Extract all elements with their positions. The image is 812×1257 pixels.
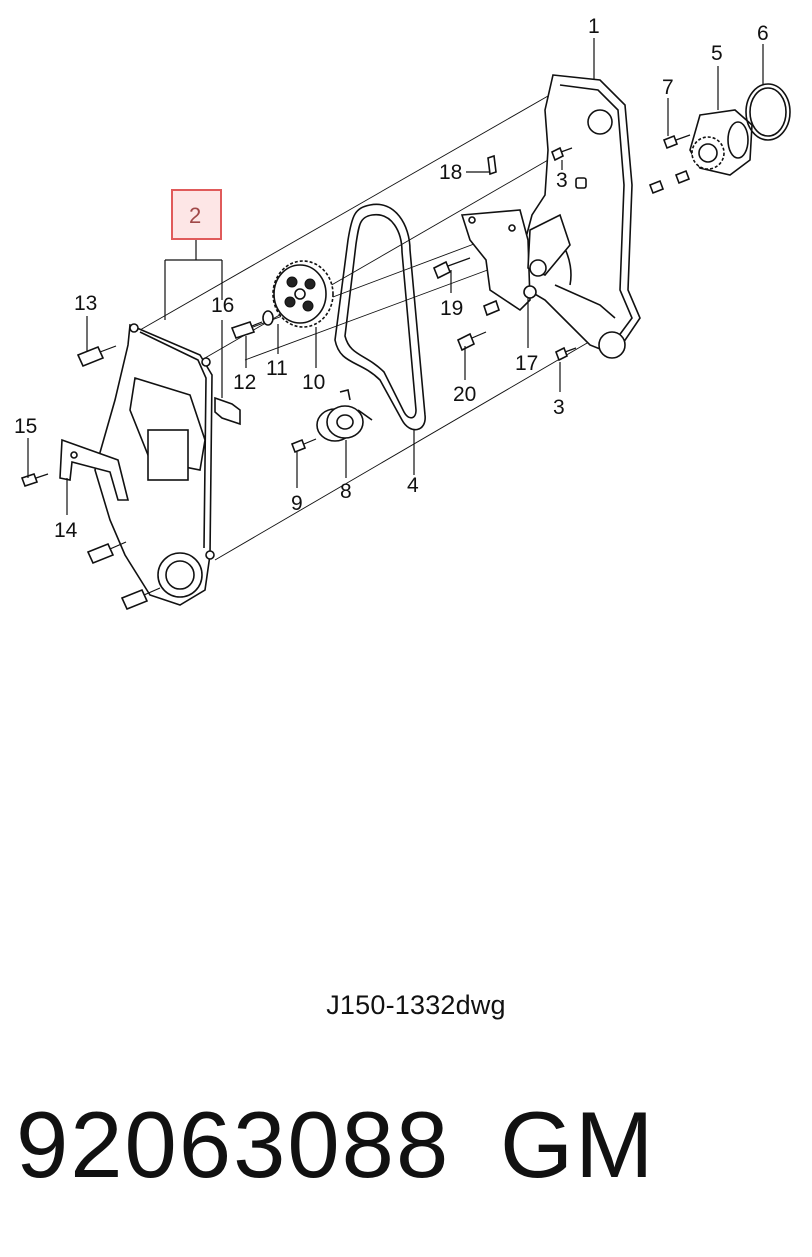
callout-9: 9 (291, 492, 303, 515)
callout-5: 5 (711, 42, 723, 65)
brand-name: GM (500, 1092, 656, 1197)
callout-16: 16 (211, 294, 234, 317)
callout-2-highlight-box[interactable] (171, 189, 222, 240)
callout-3-upper: 3 (556, 169, 568, 192)
tensioner-pulley (316, 389, 373, 442)
rear-timing-cover (519, 74, 641, 359)
callout-13: 13 (74, 292, 97, 315)
front-timing-cover (94, 323, 215, 606)
cover-gasket (59, 438, 130, 501)
callout-1: 1 (588, 15, 600, 38)
callout-2[interactable]: 2 (189, 203, 201, 228)
water-pump-assembly (648, 83, 791, 195)
callout-3-lower: 3 (553, 396, 565, 419)
callout-labels: 1 2 3 3 4 5 6 7 8 9 10 11 12 13 14 15 16… (14, 15, 769, 542)
callout-15: 15 (14, 415, 37, 438)
callout-6: 6 (757, 22, 769, 45)
tensioner-bolt (290, 438, 317, 454)
callout-12: 12 (233, 371, 256, 394)
sprocket-washer-bolt (230, 310, 274, 339)
callout-20: 20 (453, 383, 476, 406)
exploded-parts-diagram: 1 2 3 3 4 5 6 7 8 9 10 11 12 13 14 15 16… (14, 15, 791, 611)
callout-8: 8 (340, 480, 352, 503)
timing-belt (334, 203, 426, 431)
callout-11: 11 (266, 357, 288, 380)
callout-14: 14 (54, 519, 78, 542)
part-number: 92063088 (16, 1092, 451, 1197)
callout-19: 19 (440, 297, 463, 320)
mounting-bracket (432, 154, 571, 352)
callout-7: 7 (662, 76, 674, 99)
callout-17: 17 (515, 352, 538, 375)
callout-4: 4 (407, 474, 419, 497)
callout-10: 10 (302, 371, 325, 394)
drawing-code: J150-1332dwg (326, 990, 506, 1020)
camshaft-sprocket (272, 260, 334, 328)
seal-strip (214, 396, 241, 426)
front-cover-bolts (20, 345, 161, 611)
cover-bolts-3 (550, 146, 587, 362)
callout-18: 18 (439, 161, 462, 184)
leader-lines (27, 38, 764, 515)
